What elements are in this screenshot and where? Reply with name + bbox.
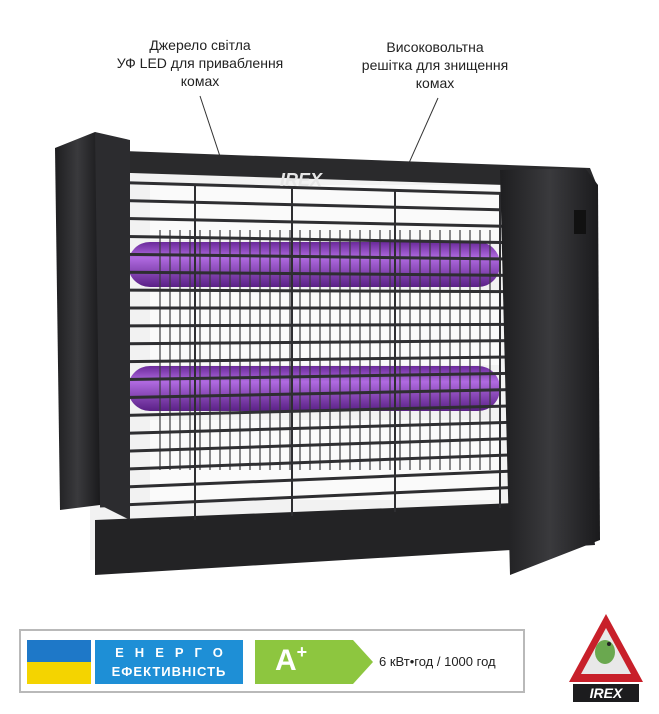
energy-efficiency-title: ЕНЕРГО ЕФЕКТИВНІСТЬ: [95, 640, 243, 684]
bottom-bar: [95, 500, 595, 575]
grille-vertical-supports: [194, 185, 501, 520]
ukraine-flag-icon: [27, 640, 91, 684]
callout-left-line-3: комах: [180, 73, 220, 89]
device-brand-mark: IREX: [280, 170, 323, 190]
reflector-bottom: [150, 420, 500, 500]
right-end-cap: [500, 168, 600, 575]
logo-text: IREX: [590, 685, 624, 701]
callout-right-line-1: Високовольтна: [386, 39, 484, 55]
energy-consumption: 6 кВт•год / 1000 год: [379, 654, 496, 669]
callout-uv-light-source: Джерело світла УФ LED для приваблення ко…: [100, 36, 300, 90]
top-bar: [95, 150, 598, 188]
uv-tube-top: [128, 242, 500, 287]
left-end-cap-side: [95, 132, 130, 520]
callout-right-line-3: комах: [415, 75, 455, 91]
reflector-top: [150, 185, 500, 240]
logo-text-plate: [573, 684, 639, 702]
irex-logo-badge: IREX: [569, 614, 643, 702]
callout-high-voltage-grid: Високовольтна решітка для знищення комах: [335, 38, 535, 92]
energy-title-line-1: ЕНЕРГО: [115, 645, 234, 660]
callout-left-line-1: Джерело світла: [149, 37, 251, 53]
callout-right-line-2: решітка для знищення: [361, 57, 509, 73]
energy-class-plus: +: [296, 642, 308, 662]
uv-tube-bottom: [128, 366, 500, 411]
energy-class-letter: A: [275, 644, 297, 677]
energy-title-line-2: ЕФЕКТИВНІСТЬ: [111, 664, 227, 679]
left-end-cap: [55, 132, 100, 510]
insect-killer-device-illustration: IREX: [55, 95, 600, 575]
energy-class-arrow: [255, 640, 373, 684]
energy-class: A+: [275, 642, 308, 678]
callout-left-line-2: УФ LED для приваблення: [116, 55, 284, 71]
right-cap-slot: [574, 210, 586, 234]
reflector-middle: [150, 290, 500, 365]
gecko-mascot-icon: [595, 640, 615, 664]
energy-efficiency-label: ЕНЕРГО ЕФЕКТИВНІСТЬ A+ 6 кВт•год / 1000 …: [19, 629, 525, 693]
